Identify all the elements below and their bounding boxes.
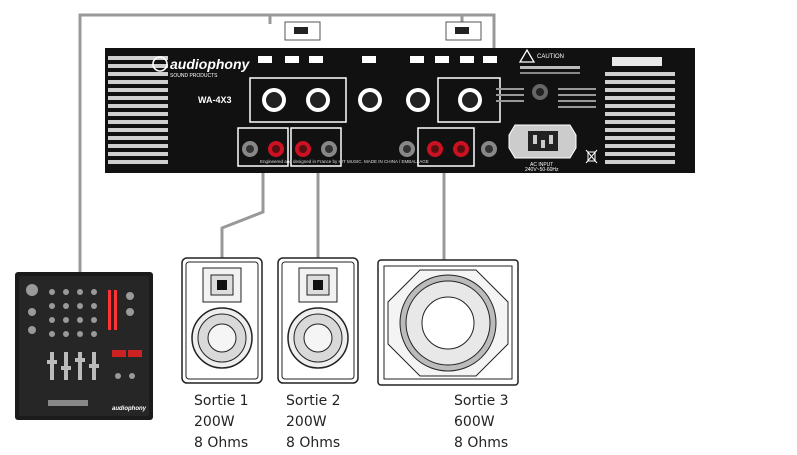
output-3-name: Sortie 3 <box>454 393 509 409</box>
mixer: audiophony <box>15 272 153 420</box>
xlr-input-4 <box>406 88 430 112</box>
output-group-3-outline <box>417 127 475 167</box>
crossfader <box>48 400 88 406</box>
speaker-2 <box>277 257 359 384</box>
amplifier-rear-panel: audiophony SOUND PRODUCTS WA-4X3 <box>105 21 695 173</box>
subwoofer <box>377 259 519 386</box>
serial-label <box>612 57 662 66</box>
output-group-2-outline <box>290 127 342 167</box>
output-1-power: 200W <box>194 414 235 430</box>
ac-power-inlet <box>508 124 577 159</box>
xlr-input-5 <box>458 88 482 112</box>
right-vent <box>605 72 675 164</box>
output-2-impedance: 8 Ohms <box>286 435 341 451</box>
caution-text: CAUTION <box>537 54 564 60</box>
caution-label: CAUTION <box>518 48 580 74</box>
speaker-1 <box>181 257 263 384</box>
amp-footer-text: Engineered and designed in France by HIT… <box>260 159 429 164</box>
xlr-input-2 <box>306 88 330 112</box>
cables <box>78 13 496 275</box>
mixer-knobs <box>26 284 135 379</box>
mixer-brand: audiophony <box>112 406 147 412</box>
mixer-displays <box>112 350 142 357</box>
output-1-impedance: 8 Ohms <box>194 435 249 451</box>
mixer-vu-meters <box>108 290 117 330</box>
cable-output-1 <box>220 160 265 258</box>
left-vent <box>108 56 168 164</box>
amp-brand: audiophony <box>170 56 251 72</box>
output-2-name: Sortie 2 <box>286 393 341 409</box>
channel-switch-tabs <box>258 56 497 63</box>
mixer-faders <box>47 352 99 380</box>
ac-rating-label: 240V~50-60Hz <box>525 167 559 173</box>
output-3-power: 600W <box>454 414 495 430</box>
xlr-input-1 <box>262 88 286 112</box>
input-mode-switch-left <box>284 21 321 41</box>
output-2-power: 200W <box>286 414 327 430</box>
output-terminals <box>242 141 497 157</box>
output-group-1-outline <box>237 127 289 167</box>
weee-bin-icon <box>585 149 598 164</box>
amp-brand-sub: SOUND PRODUCTS <box>170 73 218 79</box>
fuse-holder <box>532 84 548 100</box>
output-label-1: Sortie 1 200W 8 Ohms <box>194 391 249 454</box>
ac-input-label: AC INPUT <box>530 162 553 168</box>
output-3-impedance: 8 Ohms <box>454 435 509 451</box>
input-mode-switch-right <box>445 21 482 41</box>
xlr-input-3 <box>358 88 382 112</box>
amp-logo: audiophony SOUND PRODUCTS <box>152 56 251 79</box>
input-group-left-outline <box>249 77 347 123</box>
output-1-name: Sortie 1 <box>194 393 249 409</box>
amp-model: WA-4X3 <box>198 95 232 105</box>
cable-mixer-to-amp <box>78 13 496 275</box>
spec-text-block <box>496 88 596 108</box>
output-label-3: Sortie 3 600W 8 Ohms <box>454 391 509 454</box>
output-label-2: Sortie 2 200W 8 Ohms <box>286 391 341 454</box>
